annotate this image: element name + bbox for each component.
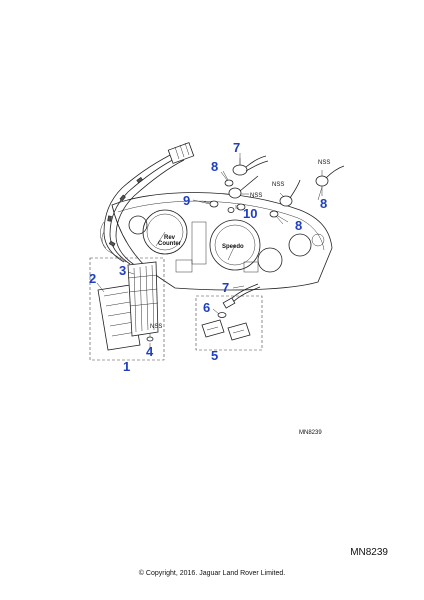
speedo-label: Speedo	[222, 244, 244, 250]
bulb-holder-nss-1	[228, 175, 259, 199]
small-gauge-1	[257, 247, 283, 273]
nss-label-2: NSS	[272, 182, 284, 188]
leader-lines	[96, 153, 323, 348]
callout-2: 2	[89, 271, 96, 286]
bulb-kit-group	[195, 283, 263, 351]
rev-counter-label-line1: Rev	[164, 235, 176, 241]
callout-1: 1	[123, 359, 130, 374]
bulb-8-mid	[269, 210, 289, 223]
callout-4: 4	[146, 344, 154, 359]
diagram-reference-small: MN8239	[299, 430, 322, 436]
nss-label-1: NSS	[250, 193, 262, 199]
callout-8-top: 8	[211, 159, 218, 174]
callout-9: 9	[183, 193, 190, 208]
rev-counter-label-line2: Counter	[158, 241, 182, 247]
callout-7-top: 7	[233, 140, 240, 155]
bulb-8-top	[220, 171, 234, 187]
small-gauge-4	[128, 215, 148, 235]
wiring-harness	[100, 151, 185, 267]
callout-5: 5	[211, 348, 218, 363]
small-gauge-2	[288, 233, 312, 257]
nss-label-3: NSS	[318, 160, 330, 166]
bulb-holder-nss-3	[315, 165, 345, 196]
bulb-holder-nss-2	[279, 179, 301, 207]
harness-connector	[167, 142, 195, 164]
diagram-reference-large: MN8239	[350, 547, 388, 558]
callout-10: 10	[243, 206, 257, 221]
centre-panel	[191, 221, 207, 265]
callout-7-bottom: 7	[222, 280, 229, 295]
bulb-holder-10	[235, 203, 246, 211]
callout-3: 3	[119, 263, 126, 278]
callout-6: 6	[203, 300, 210, 315]
warning-light-panel	[175, 259, 193, 273]
warning-light-panel-2	[243, 261, 259, 273]
callout-8-mid: 8	[295, 218, 302, 233]
speedo-gauge	[209, 219, 261, 271]
copyright-notice: © Copyright, 2016. Jaguar Land Rover Lim…	[138, 570, 286, 577]
bulb-holder-10b	[227, 207, 235, 213]
nss-label-4: NSS	[150, 324, 162, 330]
bulb-holder-7-top	[232, 155, 269, 176]
switch-pack-group	[89, 257, 165, 361]
rev-counter-gauge	[142, 209, 188, 255]
callout-8-right: 8	[320, 196, 327, 211]
small-gauge-3	[311, 233, 325, 247]
